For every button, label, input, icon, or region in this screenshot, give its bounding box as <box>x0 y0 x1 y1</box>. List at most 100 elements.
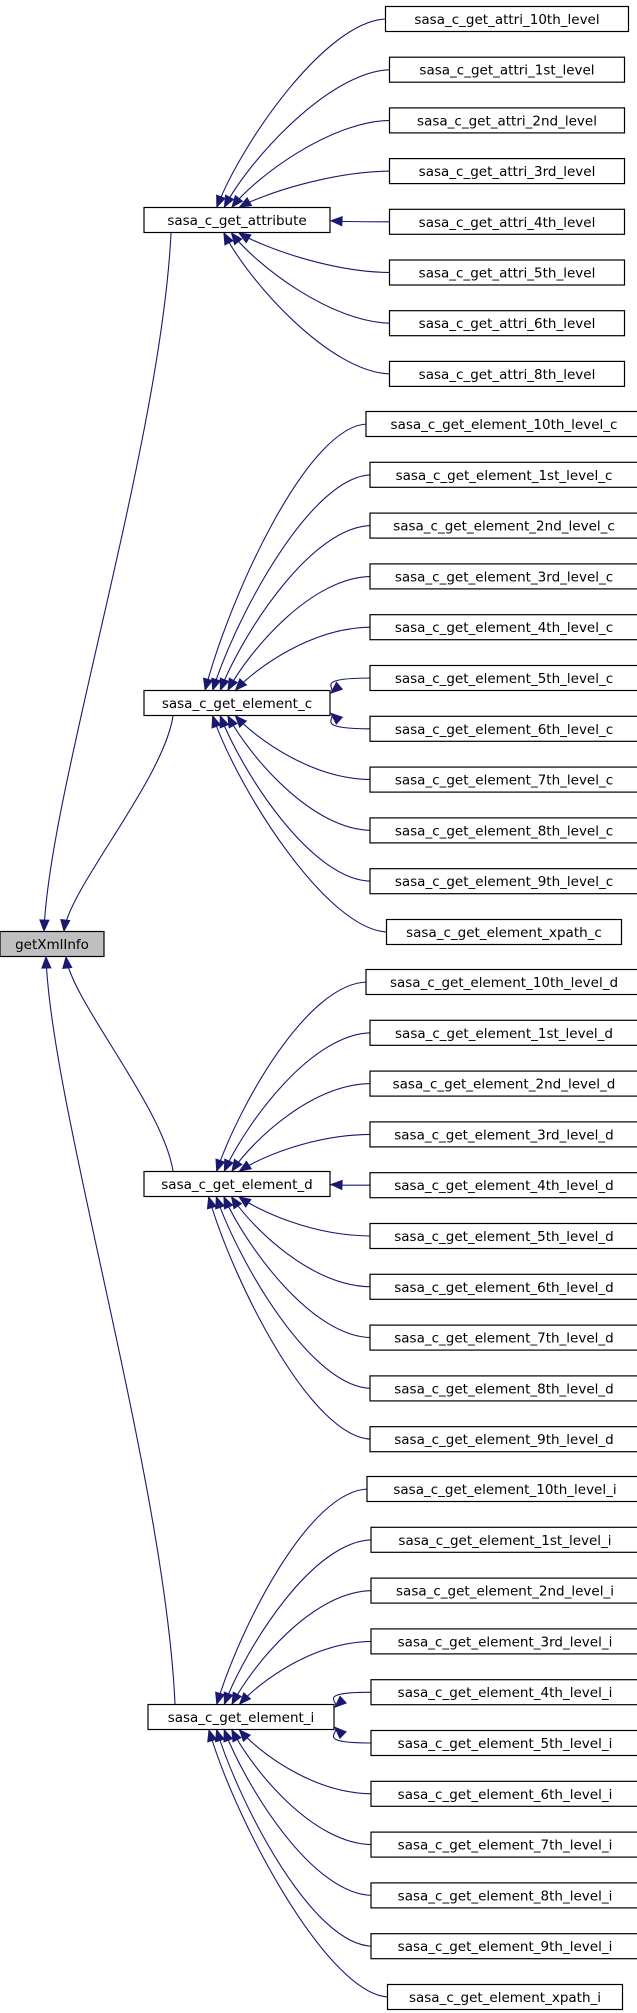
node-label: sasa_c_get_element_2nd_level_c <box>393 519 615 535</box>
node-sasa-c-get-attri-2nd-level[interactable]: sasa_c_get_attri_2nd_level <box>388 107 626 134</box>
node-sasa-c-get-element-6th-level-c[interactable]: sasa_c_get_element_6th_level_c <box>369 715 637 742</box>
node-label: sasa_c_get_element_5th_level_i <box>398 1736 613 1752</box>
node-sasa-c-get-element-10th-level-c[interactable]: sasa_c_get_element_10th_level_c <box>365 410 637 438</box>
edge-sasa-c-get-element-9th-level-c-to-sasa-c-get-element-c-arrowhead <box>219 714 230 729</box>
node-sasa-c-get-element-10th-level-d[interactable]: sasa_c_get_element_10th_level_d <box>365 968 637 996</box>
node-label: sasa_c_get_element_4th_level_d <box>394 1178 613 1194</box>
edge-sasa-c-get-element-1st-level-c-to-sasa-c-get-element-c-arrowhead <box>211 677 222 692</box>
edge-sasa-c-get-attri-6th-level-to-sasa-c-get-attribute <box>231 232 392 324</box>
node-label: sasa_c_get_attri_4th_level <box>419 215 596 231</box>
node-box <box>369 1019 637 1046</box>
node-sasa-c-get-attri-3rd-level[interactable]: sasa_c_get_attri_3rd_level <box>388 158 626 185</box>
edge-sasa-c-get-element-9th-level-d-to-sasa-c-get-element-d <box>208 1196 373 1440</box>
edge-sasa-c-get-attri-5th-level-to-sasa-c-get-attribute-arrowhead <box>237 232 252 244</box>
node-sasa-c-get-element-8th-level-c[interactable]: sasa_c_get_element_8th_level_c <box>369 817 637 844</box>
node-label: sasa_c_get_element_1st_level_d <box>395 1026 613 1042</box>
node-box <box>0 930 105 958</box>
node-sasa-c-get-element-xpath-i[interactable]: sasa_c_get_element_xpath_i <box>386 1983 624 2011</box>
node-sasa-c-get-element-4th-level-i[interactable]: sasa_c_get_element_4th_level_i <box>370 1679 637 1706</box>
node-sasa-c-get-element-4th-level-d[interactable]: sasa_c_get_element_4th_level_d <box>369 1172 637 1199</box>
node-sasa-c-get-element-xpath-c[interactable]: sasa_c_get_element_xpath_c <box>385 918 623 946</box>
node-sasa-c-get-element-2nd-level-d[interactable]: sasa_c_get_element_2nd_level_d <box>369 1070 637 1097</box>
node-sasa-c-get-element-c[interactable]: sasa_c_get_element_c <box>143 689 331 717</box>
node-sasa-c-get-attri-10th-level[interactable]: sasa_c_get_attri_10th_level <box>384 5 630 33</box>
node-sasa-c-get-element-d[interactable]: sasa_c_get_element_d <box>143 1170 331 1198</box>
node-sasa-c-get-element-3rd-level-i[interactable]: sasa_c_get_element_3rd_level_i <box>370 1628 637 1655</box>
node-sasa-c-get-attri-6th-level[interactable]: sasa_c_get_attri_6th_level <box>388 310 626 337</box>
node-box <box>370 1526 637 1553</box>
node-sasa-c-get-element-10th-level-i[interactable]: sasa_c_get_element_10th_level_i <box>366 1475 637 1503</box>
node-sasa-c-get-element-5th-level-d[interactable]: sasa_c_get_element_5th_level_d <box>369 1222 637 1250</box>
node-sasa-c-get-attri-1st-level[interactable]: sasa_c_get_attri_1st_level <box>388 56 626 83</box>
node-label: sasa_c_get_element_9th_level_c <box>395 874 613 890</box>
edge-sasa-c-get-element-8th-level-d-to-sasa-c-get-element-d-arrowhead <box>215 1195 226 1210</box>
node-box <box>366 1475 637 1503</box>
node-sasa-c-get-element-2nd-level-c[interactable]: sasa_c_get_element_2nd_level_c <box>369 512 637 539</box>
node-box <box>388 360 626 387</box>
edge-sasa-c-get-element-3rd-level-d-to-sasa-c-get-element-d-arrowhead <box>238 1160 253 1172</box>
node-label: sasa_c_get_attri_8th_level <box>419 367 596 383</box>
node-sasa-c-get-element-i[interactable]: sasa_c_get_element_i <box>147 1703 335 1731</box>
edge-sasa-c-get-element-8th-level-i-to-sasa-c-get-element-i <box>223 1729 374 1896</box>
node-label: sasa_c_get_element_9th_level_i <box>398 1939 613 1955</box>
node-sasa-c-get-element-1st-level-d[interactable]: sasa_c_get_element_1st_level_d <box>369 1019 637 1046</box>
node-sasa-c-get-element-1st-level-i[interactable]: sasa_c_get_element_1st_level_i <box>370 1526 637 1553</box>
node-sasa-c-get-element-7th-level-i[interactable]: sasa_c_get_element_7th_level_i <box>370 1831 637 1858</box>
node-label: sasa_c_get_element_6th_level_d <box>394 1280 613 1296</box>
node-sasa-c-get-attribute[interactable]: sasa_c_get_attribute <box>143 206 331 234</box>
node-sasa-c-get-element-6th-level-i[interactable]: sasa_c_get_element_6th_level_i <box>370 1780 637 1807</box>
node-box <box>143 1170 331 1198</box>
edge-sasa-c-get-attri-10th-level-to-sasa-c-get-attribute <box>216 18 388 208</box>
edge-sasa-c-get-element-1st-level-i-to-sasa-c-get-element-i <box>223 1539 374 1705</box>
edge-sasa-c-get-element-2nd-level-c-to-sasa-c-get-element-c-arrowhead <box>219 677 230 692</box>
node-sasa-c-get-attri-5th-level[interactable]: sasa_c_get_attri_5th_level <box>388 259 626 286</box>
node-sasa-c-get-element-3rd-level-d[interactable]: sasa_c_get_element_3rd_level_d <box>369 1121 637 1148</box>
edge-sasa-c-get-element-xpath-c-to-sasa-c-get-element-c <box>212 715 389 933</box>
node-box <box>369 817 637 844</box>
node-sasa-c-get-element-4th-level-c[interactable]: sasa_c_get_element_4th_level_c <box>369 614 637 641</box>
node-box <box>143 689 331 717</box>
edge-sasa-c-get-element-4th-level-d-to-sasa-c-get-element-d-arrowhead <box>329 1179 343 1191</box>
edge-sasa-c-get-element-7th-level-d-to-sasa-c-get-element-d <box>223 1196 373 1339</box>
node-sasa-c-get-element-9th-level-i[interactable]: sasa_c_get_element_9th_level_i <box>370 1933 637 1960</box>
node-label: sasa_c_get_element_4th_level_i <box>398 1685 613 1701</box>
edge-sasa-c-get-element-5th-level-i-to-sasa-c-get-element-i-arrowhead <box>334 1726 347 1740</box>
node-sasa-c-get-element-3rd-level-c[interactable]: sasa_c_get_element_3rd_level_c <box>369 563 637 590</box>
node-sasa-c-get-element-8th-level-i[interactable]: sasa_c_get_element_8th_level_i <box>370 1882 637 1909</box>
node-sasa-c-get-element-6th-level-d[interactable]: sasa_c_get_element_6th_level_d <box>369 1273 637 1300</box>
edge-sasa-c-get-element-9th-level-c-to-sasa-c-get-element-c <box>219 715 373 882</box>
node-box <box>388 107 626 134</box>
node-sasa-c-get-element-7th-level-c[interactable]: sasa_c_get_element_7th_level_c <box>369 766 637 793</box>
edge-sasa-c-get-element-10th-level-c-to-sasa-c-get-element-c-arrowhead <box>202 677 214 692</box>
node-getxmlinfo[interactable]: getXmlInfo <box>0 930 105 958</box>
node-sasa-c-get-element-5th-level-i[interactable]: sasa_c_get_element_5th_level_i <box>370 1729 637 1757</box>
node-label: sasa_c_get_element_1st_level_c <box>396 468 613 484</box>
node-box <box>369 1172 637 1199</box>
node-sasa-c-get-element-8th-level-d[interactable]: sasa_c_get_element_8th_level_d <box>369 1375 637 1402</box>
node-box <box>369 461 637 488</box>
edge-sasa-c-get-element-i-to-root-arrowhead <box>41 955 52 969</box>
edge-sasa-c-get-attri-1st-level-to-sasa-c-get-attribute-arrowhead <box>223 194 235 209</box>
node-sasa-c-get-element-9th-level-d[interactable]: sasa_c_get_element_9th_level_d <box>369 1426 637 1453</box>
node-box <box>370 1628 637 1655</box>
node-sasa-c-get-attri-8th-level[interactable]: sasa_c_get_attri_8th_level <box>388 360 626 387</box>
node-box <box>369 614 637 641</box>
node-label: sasa_c_get_element_xpath_c <box>406 925 602 941</box>
edge-sasa-c-get-element-2nd-level-d-to-sasa-c-get-element-d <box>231 1083 373 1172</box>
node-label: sasa_c_get_element_10th_level_d <box>390 975 618 991</box>
node-sasa-c-get-element-9th-level-c[interactable]: sasa_c_get_element_9th_level_c <box>369 868 637 895</box>
node-sasa-c-get-element-1st-level-c[interactable]: sasa_c_get_element_1st_level_c <box>369 461 637 488</box>
node-box <box>369 766 637 793</box>
edge-sasa-c-get-attri-8th-level-to-sasa-c-get-attribute-arrowhead <box>223 231 234 246</box>
node-label: sasa_c_get_element_6th_level_i <box>398 1787 613 1803</box>
node-sasa-c-get-attri-4th-level[interactable]: sasa_c_get_attri_4th_level <box>388 208 626 235</box>
node-label: sasa_c_get_attri_6th_level <box>419 316 596 332</box>
node-label: sasa_c_get_element_6th_level_c <box>395 722 613 738</box>
node-sasa-c-get-element-5th-level-c[interactable]: sasa_c_get_element_5th_level_c <box>369 664 637 692</box>
node-box <box>370 1729 637 1757</box>
node-sasa-c-get-element-2nd-level-i[interactable]: sasa_c_get_element_2nd_level_i <box>370 1577 637 1604</box>
edge-sasa-c-get-attribute-to-root <box>43 232 172 932</box>
node-sasa-c-get-element-7th-level-d[interactable]: sasa_c_get_element_7th_level_d <box>369 1324 637 1351</box>
edge-sasa-c-get-attri-2nd-level-to-sasa-c-get-attribute <box>231 119 392 208</box>
node-box <box>369 1121 637 1148</box>
